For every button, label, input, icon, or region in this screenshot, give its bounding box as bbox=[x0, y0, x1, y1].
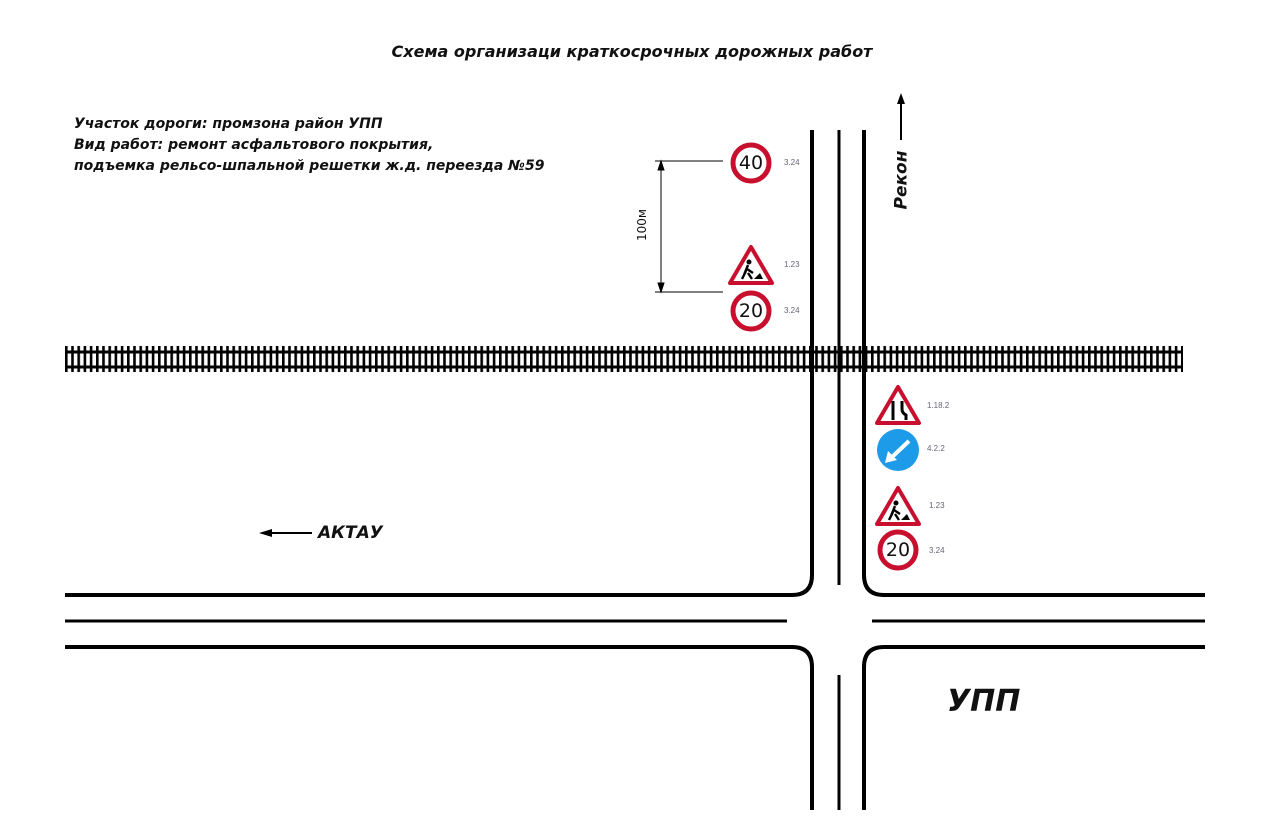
sign-value-20-right: 20 bbox=[885, 539, 911, 561]
distance-label: 100м bbox=[634, 209, 649, 241]
sign-code: 3.24 bbox=[784, 158, 800, 167]
sign-value-20: 20 bbox=[738, 300, 764, 322]
roads bbox=[65, 130, 1205, 810]
direction-north-label: Рекон bbox=[891, 150, 912, 210]
info-work-type: Вид работ: ремонт асфальтового покрытия, bbox=[74, 137, 434, 153]
sign-code: 1.23 bbox=[784, 260, 800, 269]
info-work-type-cont: подъемка рельсо-шпальной решетки ж.д. пе… bbox=[74, 158, 545, 174]
arrow-west-icon bbox=[259, 529, 312, 537]
road-narrowing-sign bbox=[875, 385, 921, 425]
road-works-sign-2 bbox=[875, 486, 921, 526]
road-works-sign bbox=[728, 245, 774, 285]
sign-code: 3.24 bbox=[929, 546, 945, 555]
distance-dimension bbox=[655, 159, 723, 294]
sign-value-40: 40 bbox=[738, 152, 764, 174]
page-title: Схема организаци краткосрочных дорожных … bbox=[391, 42, 873, 61]
direction-west-label: АКТАУ bbox=[318, 523, 383, 543]
railway bbox=[65, 346, 1183, 372]
sign-code: 3.24 bbox=[784, 306, 800, 315]
arrow-north-icon bbox=[897, 93, 905, 140]
info-section: Участок дороги: промзона район УПП bbox=[74, 116, 383, 132]
sign-code: 1.18.2 bbox=[927, 401, 950, 410]
area-label: УПП bbox=[947, 684, 1021, 719]
keep-left-sign bbox=[877, 429, 919, 471]
work-info: Участок дороги: промзона район УПП Вид р… bbox=[74, 114, 545, 177]
sign-code: 4.2.2 bbox=[927, 444, 945, 453]
sign-code: 1.23 bbox=[929, 501, 945, 510]
